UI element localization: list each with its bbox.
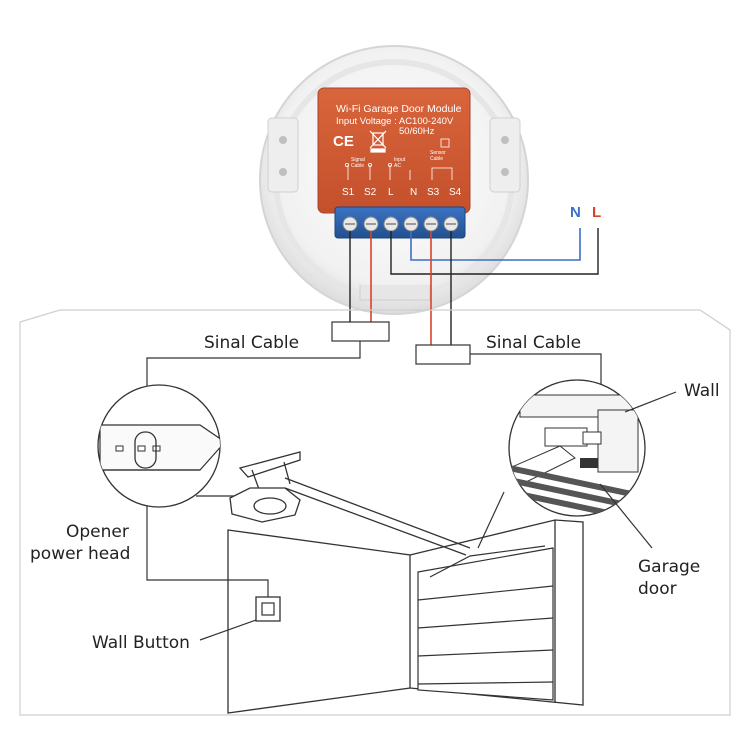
sensor-connector-right: [415, 344, 471, 365]
opener-label-line2: power head: [30, 544, 130, 564]
weee-bin-icon: [369, 130, 387, 153]
live-label: L: [592, 204, 601, 221]
garage-door-label-line1: Garage: [638, 557, 700, 577]
terminal-n-label: N: [410, 187, 417, 198]
module-frequency: 50/60Hz: [399, 126, 435, 137]
sensor-detail-circle: [508, 379, 646, 517]
terminal-s2-label: S2: [364, 187, 377, 198]
garage-door: [417, 545, 554, 701]
signal-cable-label-line1: Signal: [351, 157, 365, 163]
module-voltage: Input Voltage : AC100-240V: [336, 116, 454, 127]
terminal-s4-label: S4: [449, 187, 462, 198]
signal-wires-left: [349, 231, 372, 322]
input-ac-label-line2: AC: [394, 163, 401, 169]
module-schematic-lines: [344, 138, 453, 180]
module-title: Wi-Fi Garage Door Module: [336, 103, 462, 115]
input-ac-label-line1: Input: [394, 157, 406, 163]
signal-cable-label-right: Sinal Cable: [486, 333, 581, 353]
wall-callout-line: [624, 391, 677, 413]
sensor-wires-right: [430, 231, 452, 345]
room-outline: [19, 309, 731, 716]
garage-door-module: Wi-Fi Garage Door Module Input Voltage :…: [317, 87, 471, 239]
garage-interior: [227, 477, 584, 714]
wall-button-label: Wall Button: [92, 633, 190, 653]
signal-cable-label-left: Sinal Cable: [204, 333, 299, 353]
wall-button: [255, 596, 281, 622]
ce-mark: CE: [333, 133, 354, 150]
signal-connector-left: [331, 321, 390, 342]
sensor-cable-label-line2: Cable: [430, 156, 443, 162]
neutral-label: N: [570, 204, 581, 221]
power-wires: N L: [390, 204, 601, 275]
terminal-l-label: L: [388, 187, 394, 198]
opener-detail-circle: [97, 384, 221, 508]
terminal-s1-label: S1: [342, 187, 355, 198]
terminal-s3-label: S3: [427, 187, 440, 198]
opener-label-line1: Opener: [66, 522, 129, 542]
terminal-labels: S1 S2 L N S3 S4: [342, 187, 462, 198]
wall-label: Wall: [684, 381, 720, 401]
sensor-callout-line: [477, 491, 505, 549]
opener-power-head: [229, 451, 301, 523]
sensor-cable-label-line1: Sensor: [430, 150, 446, 156]
garage-door-label-line2: door: [638, 579, 677, 599]
garage-door-callout-line: [599, 483, 653, 549]
signal-cable-label-line2: Cable: [351, 163, 364, 169]
